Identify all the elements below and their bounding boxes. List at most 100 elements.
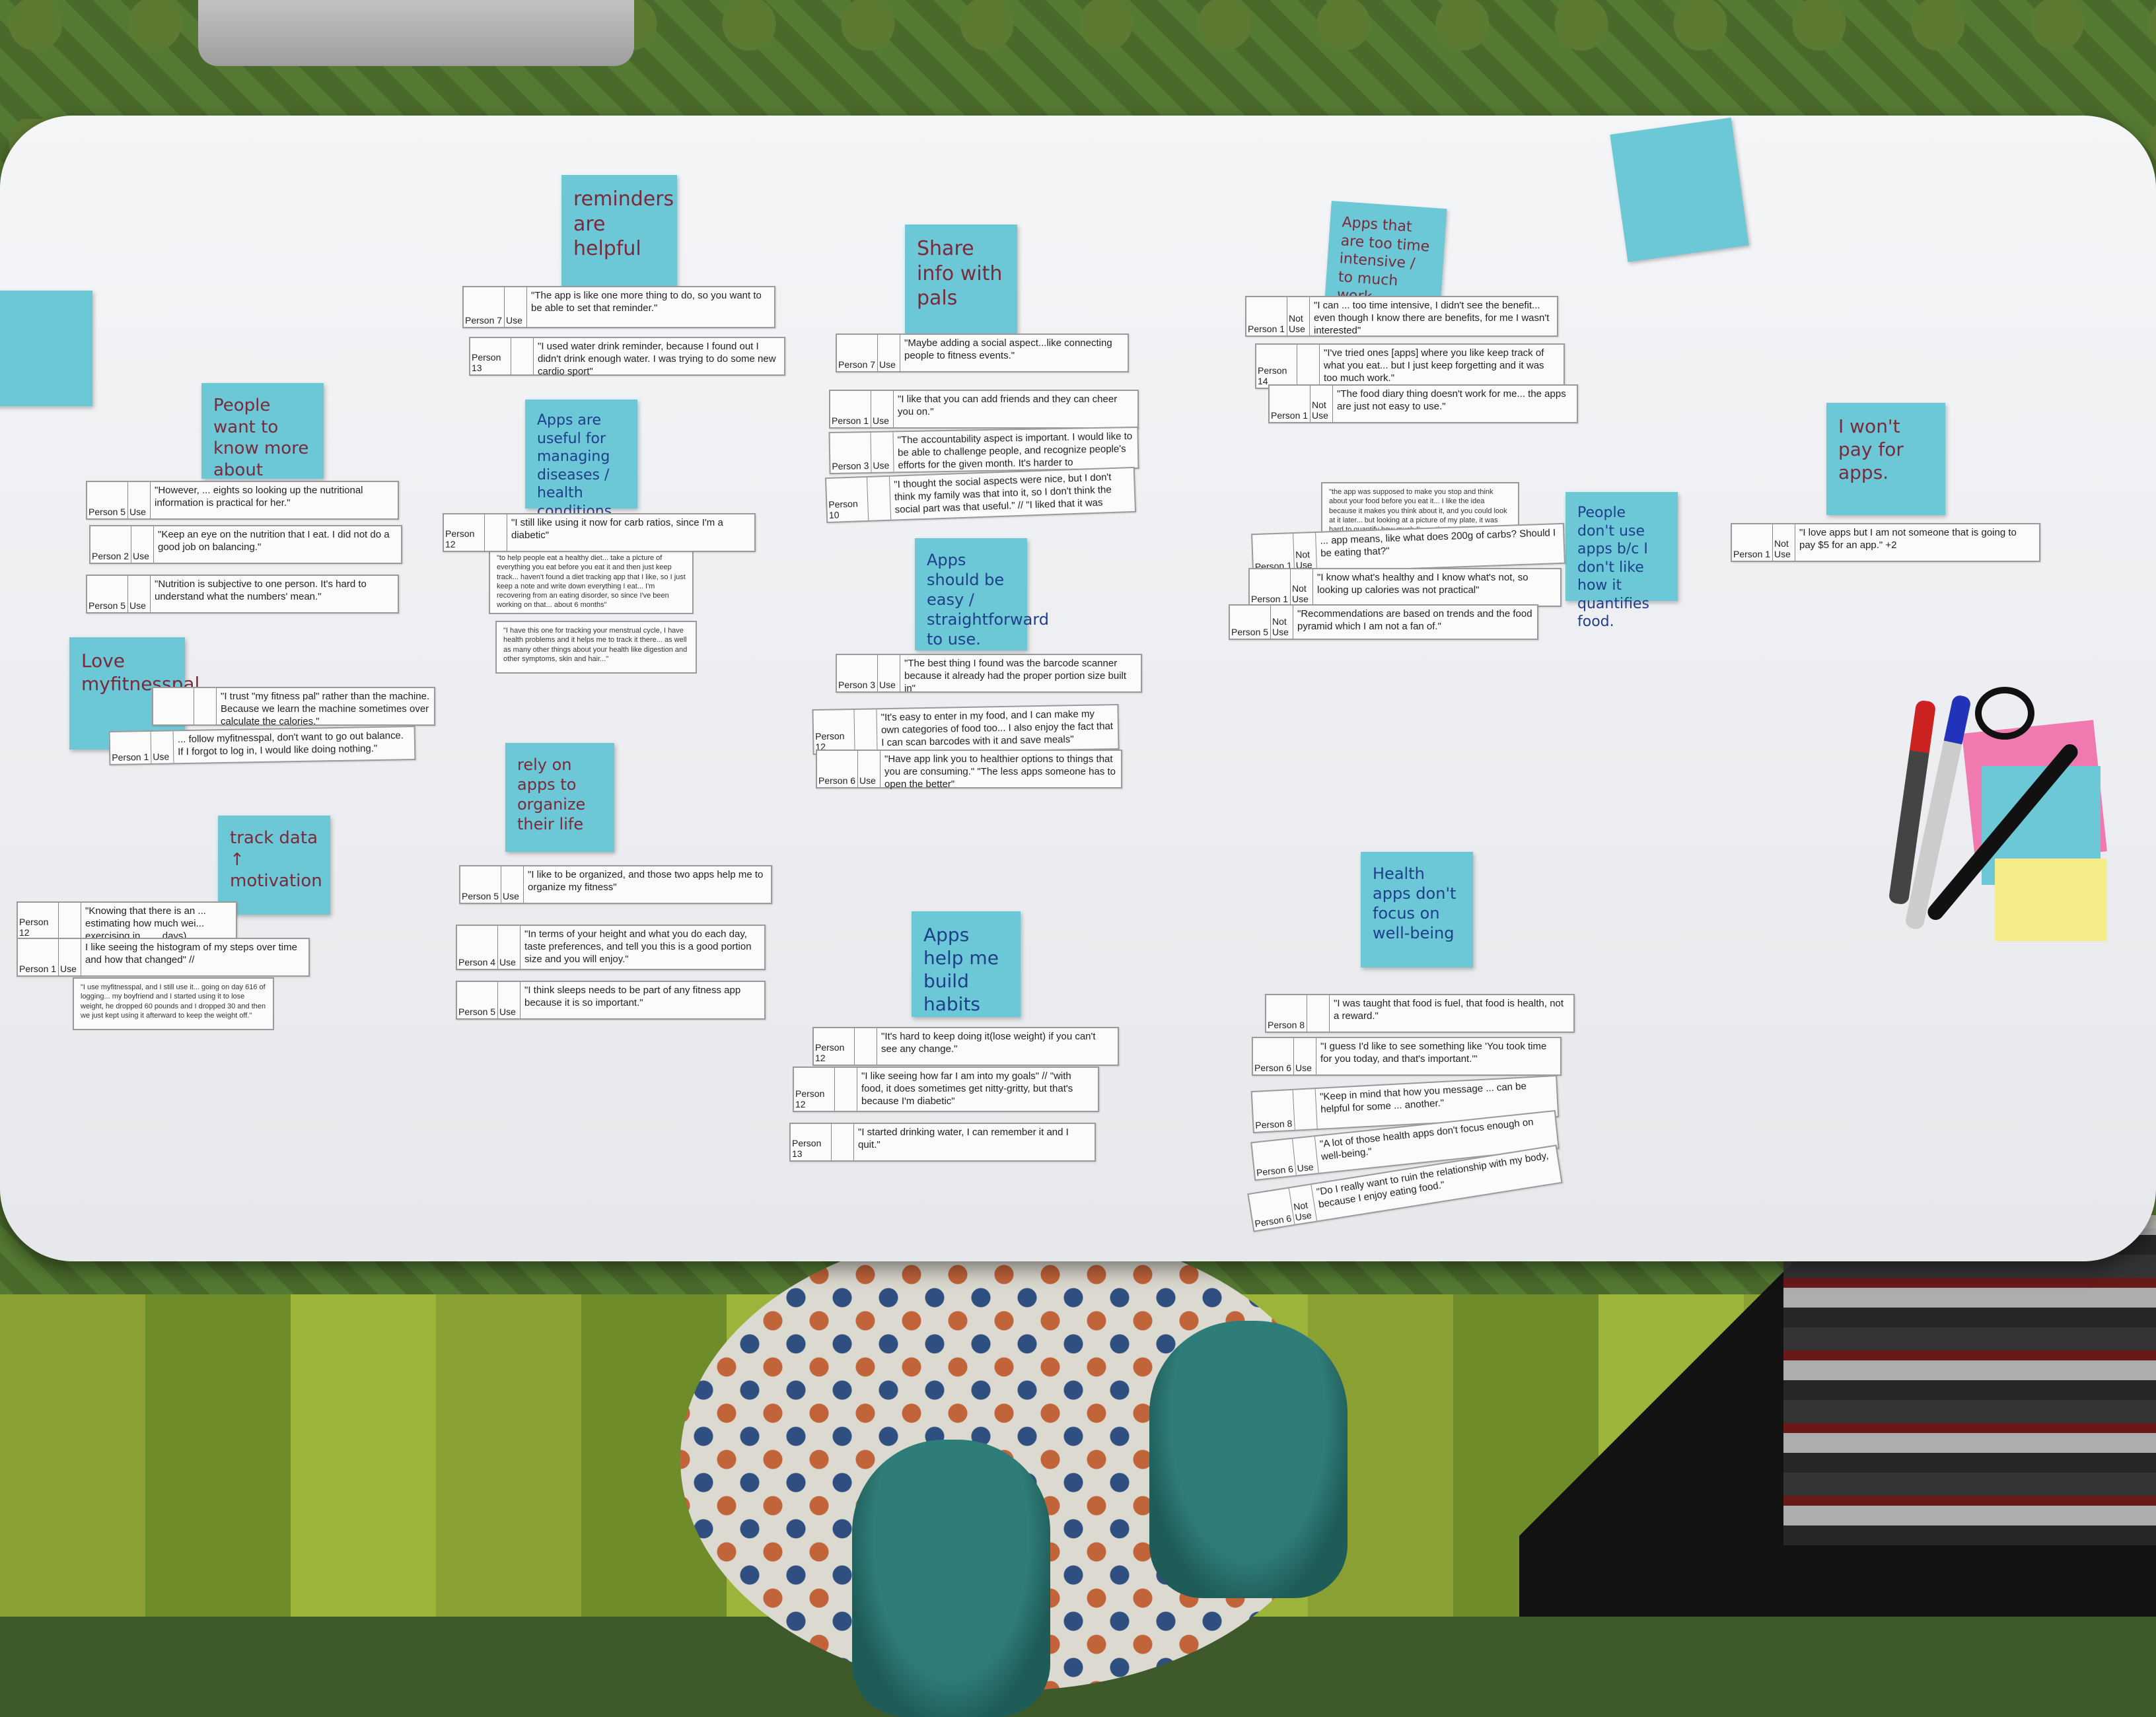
quote-text: "I started drinking water, I can remembe… (858, 1127, 1069, 1150)
quote-text: "Knowing that there is an ... estimating… (85, 905, 206, 942)
quote-person-label: Person 12 (813, 709, 855, 754)
quote-use-cell: Use (128, 576, 151, 612)
quote-use-label: Use (879, 680, 896, 690)
quote-text: "Keep an eye on the nutrition that I eat… (158, 529, 390, 553)
quote-text: "Have app link you to healthier options … (884, 753, 1116, 790)
quote-use-label: Use (499, 957, 516, 967)
note-eating-disorder: "to help people eat a healthy diet... ta… (489, 548, 694, 614)
quote-text: "It's hard to keep doing it(lose weight)… (881, 1031, 1096, 1055)
quote-card: Person 12 "It's hard to keep doing it(los… (812, 1027, 1119, 1066)
robot-kits (1783, 1215, 2156, 1545)
quote-use-cell: Use (128, 482, 151, 518)
sticky-managing: Apps are useful for managing diseases / … (525, 400, 637, 520)
note-myfitnesspal-day: "I use myfitnesspal, and I still use it.… (73, 977, 274, 1030)
quote-use-cell: Use (878, 335, 900, 371)
quote-use-label: Use (1295, 1063, 1312, 1073)
sticky-share-info: Share info with pals (905, 225, 1017, 337)
quote-person-label: Person 12 (18, 903, 59, 939)
quote-person-label: Person 12 (794, 1068, 835, 1111)
quote-person-label: Person 1 (110, 731, 152, 765)
quote-person-label: Person 7 (837, 335, 878, 371)
quote-use-cell (1293, 1089, 1318, 1130)
right-shoe (1149, 1321, 1348, 1598)
quote-use-label: Use (499, 1006, 516, 1017)
quote-card: Person 14"I've tried ones [apps] where y… (1255, 343, 1565, 389)
quote-text: ... follow myfitnesspal, don't want to g… (177, 730, 404, 757)
note-menstrual-cycle: "I have this one for tracking your menst… (495, 621, 697, 674)
quote-use-label: Use (129, 600, 146, 611)
quote-card: Person 8"I was taught that food is fuel,… (1265, 994, 1575, 1033)
quote-person-label: Person 2 (90, 526, 131, 563)
quote-person-label: Person 5 (460, 866, 501, 903)
quote-text: "The food diary thing doesn't work for m… (1337, 388, 1566, 412)
quote-text: "I know what's healthy and I know what's… (1317, 572, 1528, 596)
sticky-wont-pay: I won't pay for apps. (1826, 403, 1945, 515)
laptop-edge (198, 0, 634, 66)
quote-use-cell: Use (878, 655, 900, 691)
quote-use-label: Use (1774, 549, 1791, 559)
quote-use-label (1297, 1127, 1316, 1129)
yellow-sticky-pad (1995, 858, 2107, 941)
quote-not-label: Not (1272, 616, 1287, 627)
quote-use-label (870, 518, 889, 519)
quote-use-cell: Use (151, 731, 174, 763)
quote-text: "In terms of your height and what you do… (524, 929, 752, 965)
quote-use-cell: Use (1294, 1038, 1316, 1074)
quote-use-cell (832, 1124, 854, 1160)
quote-text: "I guess I'd like to see something like … (1320, 1041, 1547, 1065)
quote-use-label: Use (153, 751, 170, 762)
quote-text: "It's easy to enter in my food, and I ca… (880, 708, 1114, 748)
sticky-easy: Apps should be easy / straightforward to… (915, 538, 1049, 650)
quote-use-cell (194, 688, 217, 724)
quote-person-label: Person 6 (1253, 1038, 1294, 1074)
quote-use-cell (1297, 345, 1320, 388)
quote-person-label: Person 3 (830, 432, 872, 473)
quote-use-label: Use (873, 460, 890, 471)
quote-use-label: Use (60, 964, 77, 974)
quote-use-label: Use (1292, 594, 1309, 604)
quote-use-label: Use (873, 415, 889, 426)
quote-text: ... app means, like what does 200g of ca… (1320, 527, 1556, 559)
quote-use-cell: Use (1293, 1137, 1319, 1175)
quote-card: Person 12 "It's easy to enter in my food,… (812, 703, 1120, 755)
quote-text: "Recommendations are based on trends and… (1297, 608, 1532, 632)
quote-person-label: Person 12 (814, 1028, 855, 1065)
quote-person-label: Person 13 (791, 1124, 832, 1160)
quote-card: Person 13"I used water drink reminder, b… (469, 337, 785, 377)
sticky-track-data: track data ↑ motivation (218, 816, 330, 915)
quote-text: I like seeing the histogram of my steps … (85, 942, 297, 965)
quote-text: "I've tried ones [apps] where you like k… (1324, 347, 1544, 384)
quote-use-cell: Use (498, 982, 521, 1018)
quote-use-label: Use (1312, 410, 1328, 421)
quote-text: "I used water drink reminder, because I … (538, 341, 776, 377)
quote-person-label: Person 5 (457, 982, 498, 1018)
quote-person-label: Person 5 (87, 576, 128, 612)
quote-use-label: Use (133, 551, 149, 561)
quote-person-label: Person 1 (830, 391, 871, 427)
quote-not-label (870, 518, 889, 519)
quote-use-cell: Use (505, 287, 527, 327)
quote-card: Person 12 "Knowing that there is an ... e… (17, 901, 237, 942)
quote-use-cell (867, 476, 892, 520)
scissors[interactable] (1975, 687, 2034, 740)
left-shoe (852, 1440, 1050, 1717)
quote-use-label: Use (859, 775, 876, 786)
quote-use-cell (485, 514, 507, 551)
sticky-reminders: reminders are helpful (561, 175, 677, 291)
